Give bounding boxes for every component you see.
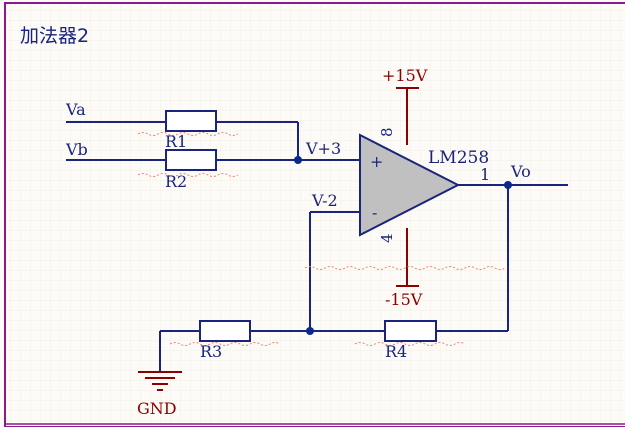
label-r1: R1: [165, 132, 187, 151]
label-vminus: V-2: [311, 191, 338, 210]
label-va: Va: [65, 100, 86, 119]
power-labels: +15V -15V GND: [137, 66, 428, 418]
label-vplus: V+3: [305, 139, 341, 158]
label-pin1: 1: [480, 165, 490, 184]
annotation-squiggles: [137, 132, 506, 346]
label-vee: -15V: [385, 290, 423, 309]
opamp-lm258: [359, 133, 461, 237]
power-lines: [396, 87, 419, 287]
label-plus-sign: +: [370, 152, 383, 171]
junction-vo: [504, 181, 512, 189]
label-vb: Vb: [65, 140, 88, 159]
junction-vplus: [294, 156, 302, 164]
resistor-r2: [165, 149, 217, 171]
label-pin8: 8: [378, 127, 396, 137]
label-opamp: LM258: [428, 148, 489, 168]
label-vo: Vo: [510, 162, 531, 181]
junction-vminus: [306, 327, 314, 335]
junctions: [294, 156, 512, 335]
diagram-title: 加法器2: [20, 25, 89, 47]
label-r2: R2: [165, 172, 187, 191]
resistor-r3: [199, 320, 251, 342]
label-pin4: 4: [378, 233, 396, 243]
label-r3: R3: [200, 342, 222, 361]
label-vcc: +15V: [382, 66, 428, 85]
labels: Va Vb R1 R2 R3 R4 V+3 V-2 LM258 + - 8 4 …: [65, 100, 531, 361]
ground-symbol: [138, 371, 182, 391]
resistor-r4: [384, 320, 437, 342]
label-r4: R4: [385, 342, 407, 361]
label-minus-sign: -: [372, 203, 377, 222]
wires: [66, 121, 568, 372]
resistor-r1: [165, 110, 217, 132]
label-gnd: GND: [137, 399, 177, 418]
sheet-frame: [4, 2, 625, 428]
